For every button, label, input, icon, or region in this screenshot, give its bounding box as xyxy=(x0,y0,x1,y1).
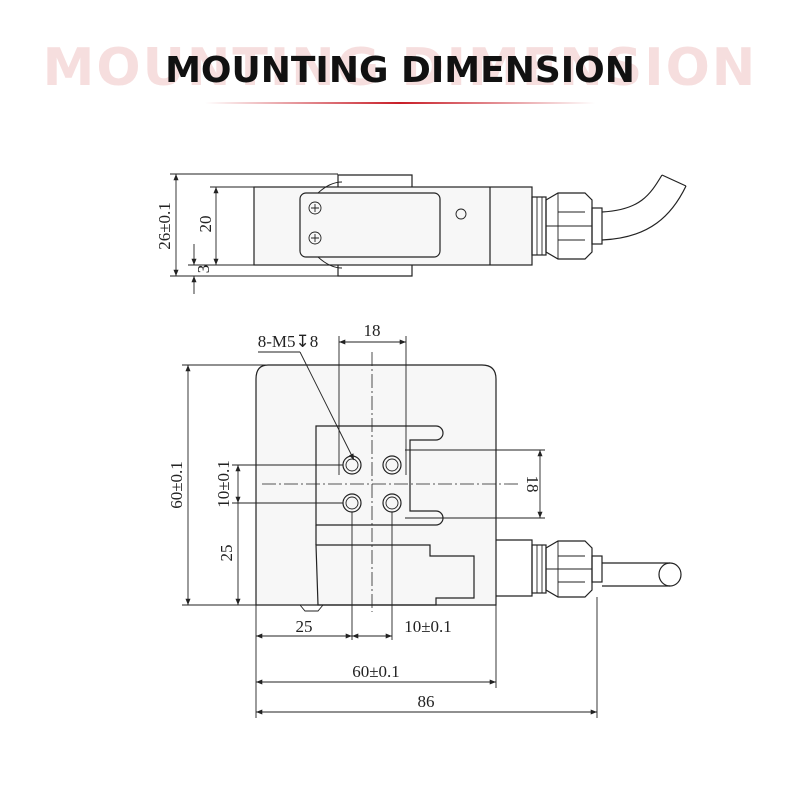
top-view: 8-M5↧8 18 18 60±0.1 10±0.1 25 25 10±0.1 … xyxy=(167,321,682,718)
title-underline xyxy=(205,102,595,104)
dim-height-total: 60±0.1 xyxy=(167,461,186,509)
dim-hole-spacing-top: 18 xyxy=(364,321,381,340)
side-dim-offset: 3 xyxy=(194,265,213,274)
side-cable xyxy=(601,174,687,241)
side-cable-gland xyxy=(531,192,603,260)
dim-width-overall: 86 xyxy=(418,692,435,711)
center-lines xyxy=(262,352,520,612)
dim-hole-pitch-horizontal: 10±0.1 xyxy=(404,617,452,636)
title-watermark: MOUNTING DIMENSION xyxy=(42,38,758,98)
side-dim-lines xyxy=(170,173,338,294)
side-view: 26±0.1 20 3 xyxy=(155,173,687,294)
top-body xyxy=(255,364,533,612)
dim-hole-spacing-right: 18 xyxy=(523,476,542,493)
page-title: MOUNTING DIMENSION xyxy=(165,50,635,91)
hole-top-right xyxy=(382,455,402,475)
dim-width-body: 60±0.1 xyxy=(352,662,400,681)
top-cable xyxy=(602,562,682,587)
side-dim-height-block: 20 xyxy=(196,216,215,233)
dim-hole-pitch-vertical: 10±0.1 xyxy=(214,460,233,508)
dim-height-to-center: 25 xyxy=(217,545,236,562)
side-dim-height-total: 26±0.1 xyxy=(155,202,174,250)
dim-thread-callout: 8-M5↧8 xyxy=(258,332,319,351)
side-body xyxy=(253,174,533,277)
dim-width-to-center: 25 xyxy=(296,617,313,636)
title-block: MOUNTING DIMENSION MOUNTING DIMENSION xyxy=(0,30,800,110)
top-cable-gland xyxy=(531,540,603,598)
top-dim-lines xyxy=(182,336,598,718)
